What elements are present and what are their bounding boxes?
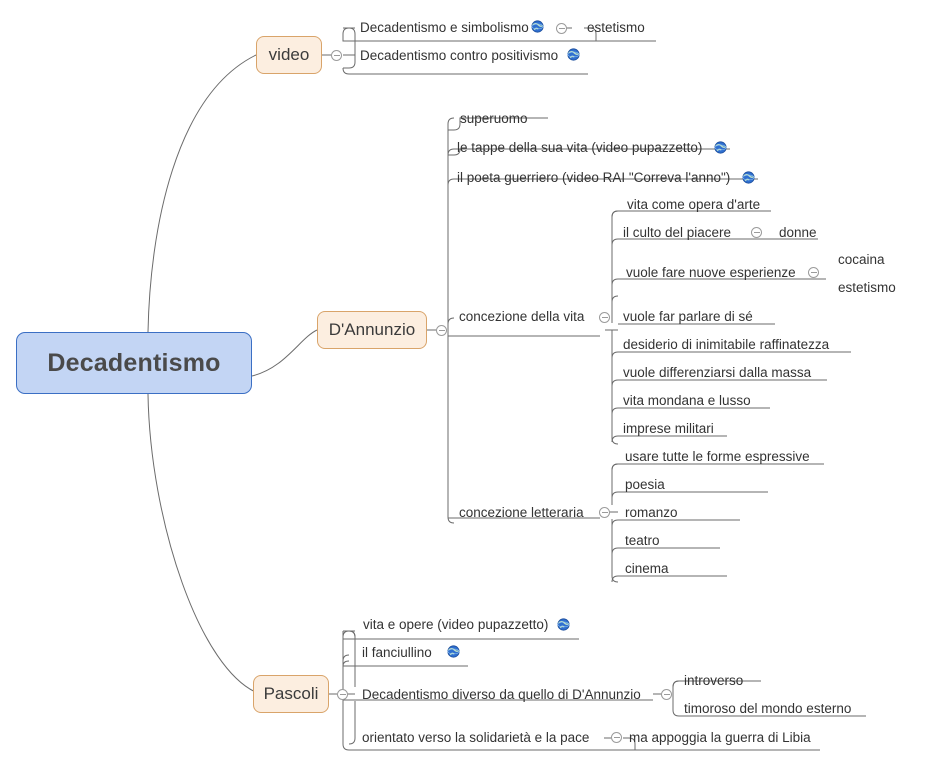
node-decadentismo-contro-positivismo[interactable]: Decadentismo contro positivismo xyxy=(360,48,559,63)
collapse-toggle-il-culto-del-piacere[interactable] xyxy=(751,227,762,238)
node-le-tappe-della-sua-vita[interactable]: le tappe della sua vita (video pupazzett… xyxy=(457,140,703,155)
node-vita-mondana-e-lusso[interactable]: vita mondana e lusso xyxy=(623,393,751,408)
globe-icon[interactable] xyxy=(447,645,460,658)
node-timoroso-del-mondo-esterno[interactable]: timoroso del mondo esterno xyxy=(684,701,852,716)
globe-icon[interactable] xyxy=(742,171,755,184)
branch-node-video-label: video xyxy=(268,45,310,64)
node-il-culto-del-piacere[interactable]: il culto del piacere xyxy=(623,225,732,240)
node-romanzo[interactable]: romanzo xyxy=(625,505,678,520)
node-estetismo-video[interactable]: estetismo xyxy=(587,20,645,35)
node-introverso[interactable]: introverso xyxy=(684,673,744,688)
collapse-toggle-dannunzio[interactable] xyxy=(436,325,447,336)
node-decadentismo-diverso-da-quello-di-dannunzio[interactable]: Decadentismo diverso da quello di D'Annu… xyxy=(362,687,641,702)
node-imprese-militari[interactable]: imprese militari xyxy=(623,421,714,436)
node-il-poeta-guerriero[interactable]: il poeta guerriero (video RAI "Correva l… xyxy=(457,170,731,185)
node-concezione-della-vita[interactable]: concezione della vita xyxy=(459,309,585,324)
branch-node-dannunzio-label: D'Annunzio xyxy=(328,320,416,339)
node-orientato-verso-la-solidarieta-e-la-pace[interactable]: orientato verso la solidarietà e la pace xyxy=(362,730,590,745)
node-decadentismo-e-simbolismo[interactable]: Decadentismo e simbolismo xyxy=(360,20,529,35)
globe-icon[interactable] xyxy=(567,48,580,61)
collapse-toggle-pascoli[interactable] xyxy=(337,689,348,700)
node-ma-appoggia-la-guerra-di-libia[interactable]: ma appoggia la guerra di Libia xyxy=(629,730,811,745)
node-teatro[interactable]: teatro xyxy=(625,533,660,548)
node-estetismo-esperienze[interactable]: estetismo xyxy=(838,280,896,295)
globe-icon[interactable] xyxy=(714,141,727,154)
node-vita-come-opera-darte[interactable]: vita come opera d'arte xyxy=(627,197,761,212)
node-poesia[interactable]: poesia xyxy=(625,477,665,492)
node-donne[interactable]: donne xyxy=(779,225,817,240)
node-vuole-fare-nuove-esperienze[interactable]: vuole fare nuove esperienze xyxy=(626,265,796,280)
node-desiderio-di-inimitabile-raffinatezza[interactable]: desiderio di inimitabile raffinatezza xyxy=(623,337,830,352)
node-concezione-letteraria[interactable]: concezione letteraria xyxy=(459,505,584,520)
branch-node-pascoli[interactable]: Pascoli xyxy=(253,675,329,713)
node-vita-e-opere[interactable]: vita e opere (video pupazzetto) xyxy=(363,617,549,632)
node-superuomo[interactable]: superuomo xyxy=(460,111,528,126)
node-il-fanciullino[interactable]: il fanciullino xyxy=(362,645,432,660)
collapse-toggle-concezione-della-vita[interactable] xyxy=(599,312,610,323)
collapse-toggle-concezione-letteraria[interactable] xyxy=(599,507,610,518)
node-usare-tutte-le-forme-espressive[interactable]: usare tutte le forme espressive xyxy=(625,449,810,464)
node-cinema[interactable]: cinema xyxy=(625,561,669,576)
branch-node-dannunzio[interactable]: D'Annunzio xyxy=(317,311,427,349)
globe-icon[interactable] xyxy=(557,618,570,631)
branch-node-video[interactable]: video xyxy=(256,36,322,74)
node-vuole-far-parlare-di-se[interactable]: vuole far parlare di sé xyxy=(623,309,753,324)
node-cocaina[interactable]: cocaina xyxy=(838,252,885,267)
globe-icon[interactable] xyxy=(531,20,544,33)
collapse-toggle-decadentismo-e-simbolismo[interactable] xyxy=(556,23,567,34)
branch-node-pascoli-label: Pascoli xyxy=(263,684,319,703)
collapse-toggle-vuole-fare-nuove-esperienze[interactable] xyxy=(808,267,819,278)
collapse-toggle-video[interactable] xyxy=(331,50,342,61)
root-node-label: Decadentismo xyxy=(47,348,221,377)
node-vuole-differenziarsi-dalla-massa[interactable]: vuole differenziarsi dalla massa xyxy=(623,365,812,380)
collapse-toggle-decadentismo-diverso[interactable] xyxy=(661,689,672,700)
collapse-toggle-orientato-verso-la-solidarieta[interactable] xyxy=(611,732,622,743)
root-node-decadentismo[interactable]: Decadentismo xyxy=(16,332,252,394)
